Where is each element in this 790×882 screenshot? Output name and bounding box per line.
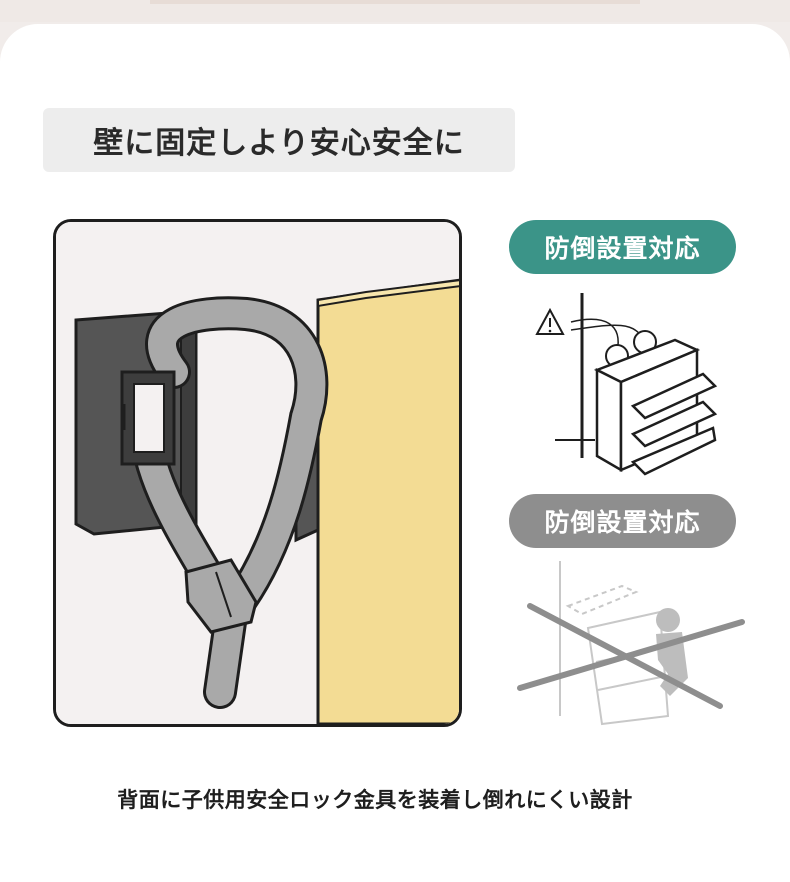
incorrect-installation-illustration	[510, 556, 750, 726]
falling-cabinet-icon	[586, 610, 670, 726]
headline-banner: 壁に固定しより安心安全に	[43, 108, 515, 172]
strap-buckle-icon	[184, 558, 258, 634]
good-installation-badge: 防倒設置対応	[509, 220, 736, 274]
drawer-cabinet-icon	[593, 338, 718, 476]
correct-installation-illustration	[525, 288, 755, 478]
strap-icon	[148, 299, 326, 614]
cross-mark-icon	[517, 603, 745, 709]
safety-lock-illustration	[53, 219, 462, 727]
feature-caption: 背面に子供用安全ロック金具を装着し倒れにくい設計	[117, 788, 633, 812]
top-strip-shadow	[150, 0, 640, 4]
warning-icon	[535, 307, 565, 335]
strap-bracket-drawing	[56, 222, 459, 724]
top-strip	[0, 0, 790, 22]
cabinet-icon	[316, 278, 459, 724]
bad-installation-badge: 防倒設置対応	[509, 494, 736, 548]
